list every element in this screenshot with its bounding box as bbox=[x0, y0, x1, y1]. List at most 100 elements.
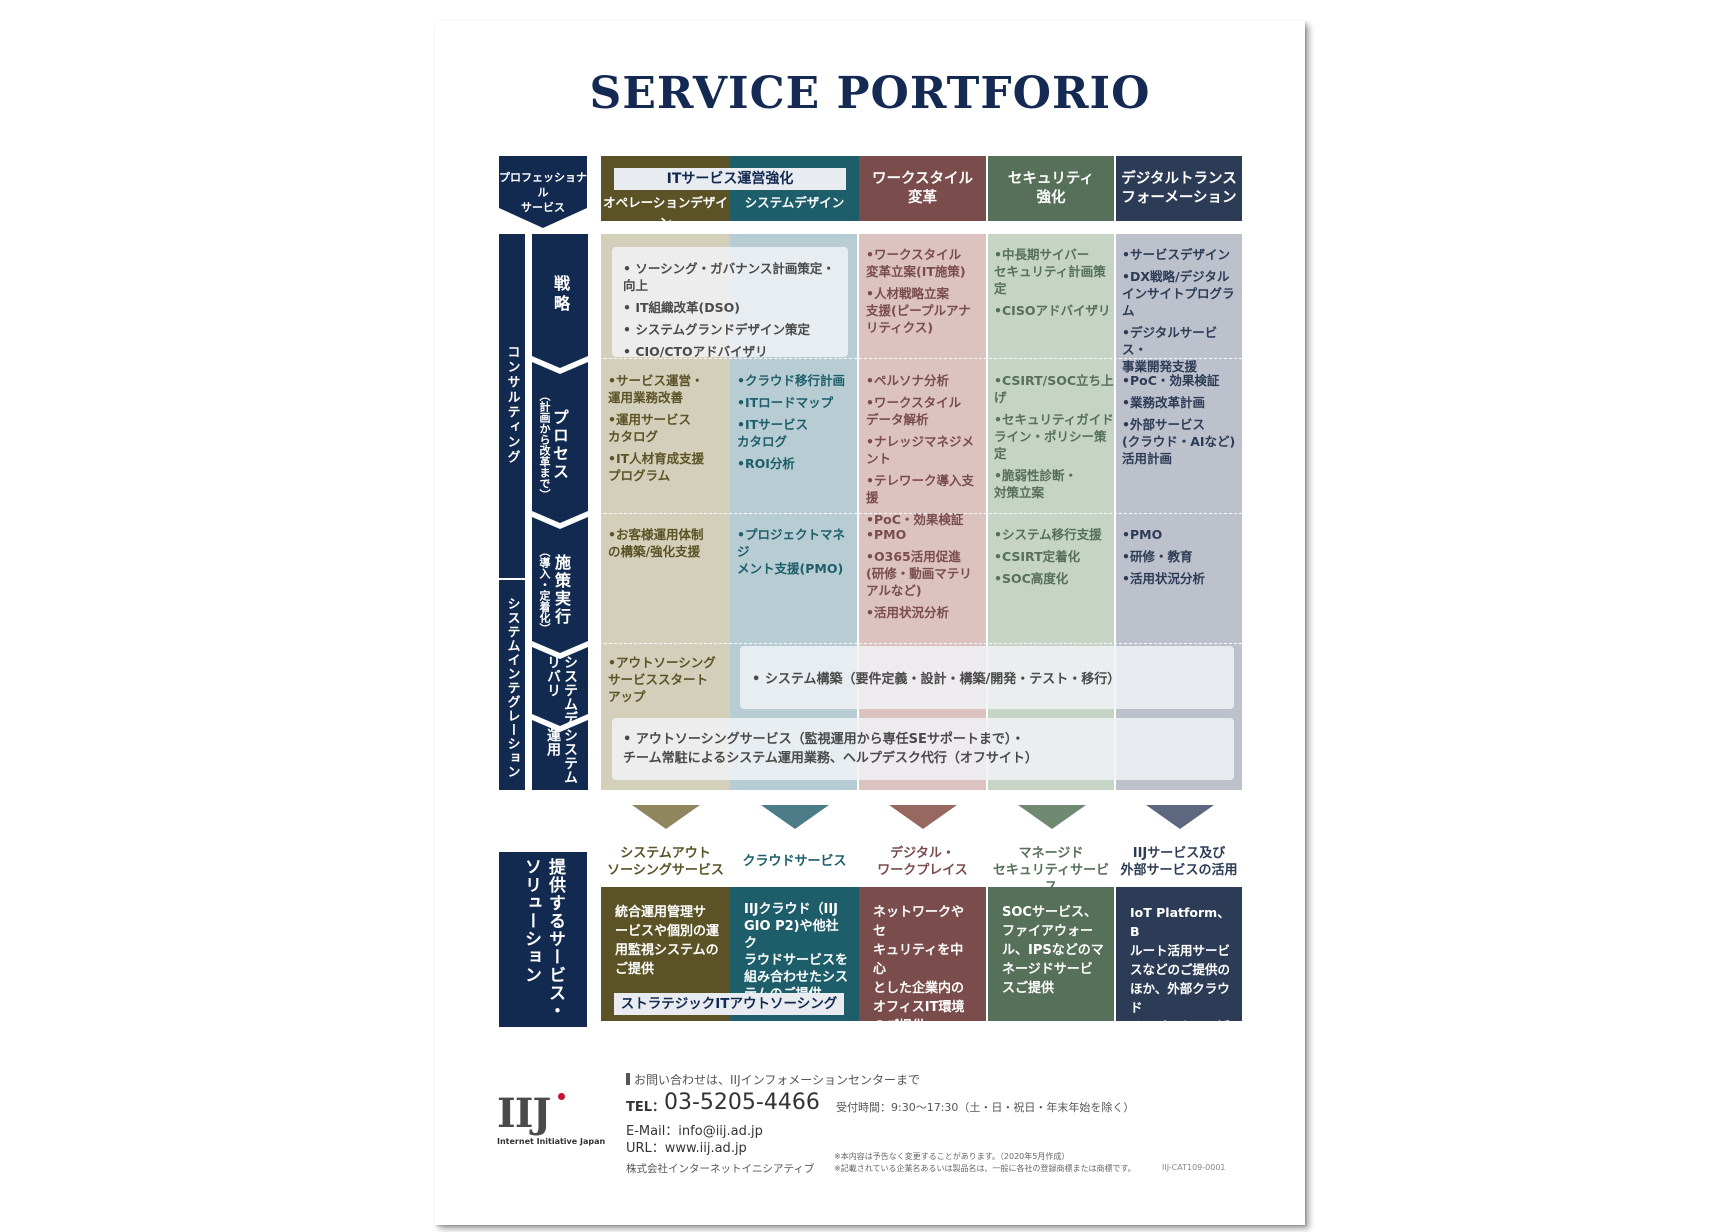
process-dx-list: •PoC・効果検証 •業務改革計画 •外部サービス (クラウド・AIなど) 活用… bbox=[1122, 372, 1242, 472]
it-service-header: ITサービス運営強化 bbox=[614, 168, 846, 190]
list-item: •CSIRT定着化 bbox=[994, 549, 1081, 564]
execution-it-sys-list: •プロジェクトマネジ メント支援(PMO) bbox=[737, 526, 857, 582]
page-title: SERVICE PORTFORIO bbox=[589, 68, 1151, 119]
strategy-dx-list: •サービスデザイン •DX戦略/デジタル インサイトプログラム •デジタルサービ… bbox=[1122, 246, 1242, 380]
list-item: •システム移行支援 bbox=[994, 527, 1102, 542]
list-item: • CIO/CTOアドバイザリ bbox=[623, 344, 768, 359]
list-item: •CSIRT/SOC立ち上げ bbox=[994, 373, 1114, 405]
process-sub-label: （計画から改革まで） bbox=[538, 390, 551, 500]
iij-logo: IIJ bbox=[497, 1090, 551, 1137]
solutions-label: 提供するサービス・ソリューション bbox=[521, 858, 565, 1020]
operation-box-text: • アウトソーシングサービス（監視運用から専任SEサポートまで）・ チーム常駐に… bbox=[623, 732, 1038, 766]
solution-desc: ネットワークやセ キュリティを中心 とした企業内の オフィスIT環境 のご提供 bbox=[859, 887, 986, 1034]
strategy-it-list: • ソーシング・ガバナンス計画策定・向上 • IT組織改革(DSO) • システ… bbox=[623, 260, 845, 365]
list-item: •ROI分析 bbox=[737, 456, 795, 471]
solution-title: システムアウト ソーシングサービス bbox=[607, 846, 724, 878]
list-item: •お客様運用体制 の構築/強化支援 bbox=[608, 527, 704, 559]
list-item: •デジタルサービス・ 事業開発支援 bbox=[1122, 325, 1218, 374]
list-item: •ワークスタイル 変革立案(IT施策) bbox=[866, 247, 966, 279]
list-item: •ペルソナ分析 bbox=[866, 373, 950, 388]
delivery-box bbox=[740, 646, 1234, 709]
list-item: •研修・教育 bbox=[1122, 549, 1193, 564]
solutions-label-bg bbox=[499, 852, 587, 1027]
tel-number[interactable]: 03-5205-4466 bbox=[664, 1090, 820, 1115]
list-item: •中長期サイバー セキュリティ計画策定 bbox=[994, 247, 1106, 296]
business-hours: 受付時間：9:30〜17:30（土・日・祝日・年末年始を除く） bbox=[836, 1101, 1135, 1114]
side-outer-bar bbox=[499, 234, 525, 790]
arrow-down-icon bbox=[1146, 805, 1214, 829]
email-link[interactable]: E-Mail：info@iij.ad.jp bbox=[626, 1124, 763, 1139]
operation-label: システム運用 bbox=[545, 728, 578, 784]
list-item: •活用状況分析 bbox=[1122, 571, 1206, 586]
process-label: プロセス bbox=[550, 409, 569, 481]
si-label: システムインテグレーション bbox=[504, 596, 520, 779]
notice-1: ※本内容は予告なく変更することがあります。（2020年5月作成） bbox=[834, 1152, 1070, 1161]
process-workstyle-list: •ペルソナ分析 •ワークスタイル データ解析 •ナレッジマネジメント •テレワー… bbox=[866, 372, 986, 533]
security-header: セキュリティ 強化 bbox=[988, 156, 1114, 221]
logo-dot-icon bbox=[558, 1093, 565, 1100]
professional-service-chevron bbox=[499, 156, 587, 228]
strategy-it-box bbox=[612, 247, 848, 357]
list-item: •DX戦略/デジタル インサイトプログラム bbox=[1122, 269, 1235, 318]
arrow-down-icon bbox=[632, 805, 700, 829]
list-item: •PoC・効果検証 bbox=[866, 512, 964, 527]
list-item: •外部サービス (クラウド・AIなど) 活用計画 bbox=[1122, 417, 1236, 466]
list-item: •ワークスタイル データ解析 bbox=[866, 395, 962, 427]
list-item: • ソーシング・ガバナンス計画策定・向上 bbox=[623, 261, 835, 293]
solution-desc: IoT Platform、B ルート活用サービ スなどのご提供の ほか、外部クラ… bbox=[1116, 887, 1242, 1053]
list-item: •ITサービス カタログ bbox=[737, 417, 809, 449]
arrow-down-icon bbox=[761, 805, 829, 829]
delivery-it-ops-list: •アウトソーシング サービススタート アップ bbox=[608, 654, 728, 710]
list-item: •人材戦略立案 支援(ピープルアナ リティクス) bbox=[866, 286, 971, 335]
execution-dx-list: •PMO •研修・教育 •活用状況分析 bbox=[1122, 526, 1242, 592]
col-divider bbox=[857, 234, 859, 790]
execution-security-list: •システム移行支援 •CSIRT定着化 •SOC高度化 bbox=[994, 526, 1114, 592]
strategy-label: 戦略 bbox=[551, 275, 570, 315]
strategy-workstyle-list: •ワークスタイル 変革立案(IT施策) •人材戦略立案 支援(ピープルアナ リテ… bbox=[866, 246, 984, 341]
process-it-ops-list: •サービス運営・ 運用業務改善 •運用サービス カタログ •IT人材育成支援 プ… bbox=[608, 372, 728, 489]
list-item: •テレワーク導入支援 bbox=[866, 473, 975, 505]
it-sys-subheader: システムデザイン bbox=[744, 195, 845, 210]
list-item: •O365活用促進 (研修・動画マテリ アルなど) bbox=[866, 549, 972, 598]
professional-service-label: プロフェッショナル サービス bbox=[499, 171, 587, 214]
iij-logo-sub: Internet Initiative Japan bbox=[497, 1137, 606, 1146]
strategy-security-list: •中長期サイバー セキュリティ計画策定 •CISOアドバイザリ bbox=[994, 246, 1114, 324]
arrow-down-icon bbox=[889, 805, 957, 829]
list-item: • IT組織改革(DSO) bbox=[623, 300, 740, 315]
contact-marker bbox=[626, 1073, 630, 1085]
list-item: •ITロードマップ bbox=[737, 395, 834, 410]
process-it-sys-list: •クラウド移行計画 •ITロードマップ •ITサービス カタログ •ROI分析 bbox=[737, 372, 857, 477]
list-item: •IT人材育成支援 プログラム bbox=[608, 451, 705, 483]
list-item: •PoC・効果検証 bbox=[1122, 373, 1220, 388]
solution-desc: SOCサービス、 ファイアウォー ル、IPSなどのマ ネージドサービ スご提供 bbox=[988, 887, 1114, 1021]
consulting-label: コンサルティング bbox=[504, 345, 520, 465]
side-outer-divider bbox=[499, 578, 525, 580]
solution-title: IIJサービス及び 外部サービスの活用 bbox=[1120, 846, 1238, 878]
process-security-list: •CSIRT/SOC立ち上げ •セキュリティガイド ライン・ポリシー策定 •脆弱… bbox=[994, 372, 1114, 506]
col-divider bbox=[986, 234, 988, 790]
side-phase-chevrons bbox=[532, 234, 588, 790]
delivery-label: システムデリバリ bbox=[545, 655, 578, 725]
company-name: 株式会社インターネットイニシアティブ bbox=[626, 1163, 815, 1175]
url-link[interactable]: URL：www.iij.ad.jp bbox=[626, 1141, 747, 1156]
list-item: •プロジェクトマネジ メント支援(PMO) bbox=[737, 527, 846, 576]
execution-workstyle-list: •PMO •O365活用促進 (研修・動画マテリ アルなど) •活用状況分析 bbox=[866, 526, 986, 626]
workstyle-header: ワークスタイル 変革 bbox=[859, 156, 986, 221]
execution-sub-label: （導入・定着化） bbox=[538, 546, 551, 634]
list-item: •運用サービス カタログ bbox=[608, 412, 692, 444]
catalog-code: IIJ-CAT109-0001 bbox=[1162, 1163, 1226, 1172]
tel-label: TEL： bbox=[626, 1100, 666, 1115]
dx-header: デジタルトランス フォーメーション bbox=[1116, 156, 1242, 221]
execution-label: 施策実行 bbox=[552, 554, 571, 626]
solution-title: デジタル・ ワークプレイス bbox=[877, 846, 968, 878]
list-item: •SOC高度化 bbox=[994, 571, 1069, 586]
row-divider bbox=[599, 513, 1242, 514]
row-divider bbox=[599, 643, 1242, 644]
list-item: • システムグランドデザイン策定 bbox=[623, 322, 810, 337]
delivery-box-text: • システム構築（要件定義・設計・構築/開発・テスト・移行） bbox=[752, 672, 1121, 687]
list-item: •サービスデザイン bbox=[1122, 247, 1231, 262]
list-item: •業務改革計画 bbox=[1122, 395, 1206, 410]
list-item: •PMO bbox=[1122, 527, 1163, 542]
list-item: •CISOアドバイザリ bbox=[994, 303, 1111, 318]
strategic-it-outsourcing-badge: ストラテジックITアウトソーシング bbox=[614, 993, 844, 1015]
